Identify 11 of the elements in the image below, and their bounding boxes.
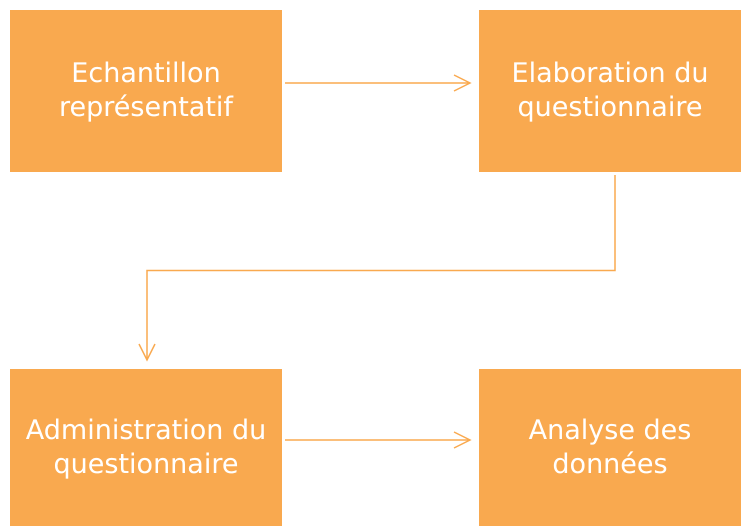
process-box xyxy=(479,10,741,172)
process-box xyxy=(10,10,282,172)
step-label: Administration du questionnaire xyxy=(24,414,268,482)
step-label: Elaboration du questionnaire xyxy=(510,57,710,125)
arrow xyxy=(138,175,616,361)
step-label: Echantillon représentatif xyxy=(58,57,234,125)
step-label: Analyse des données xyxy=(528,414,692,482)
arrow xyxy=(285,74,471,92)
arrow xyxy=(285,431,471,449)
process-box xyxy=(479,369,741,526)
process-box xyxy=(10,369,282,526)
